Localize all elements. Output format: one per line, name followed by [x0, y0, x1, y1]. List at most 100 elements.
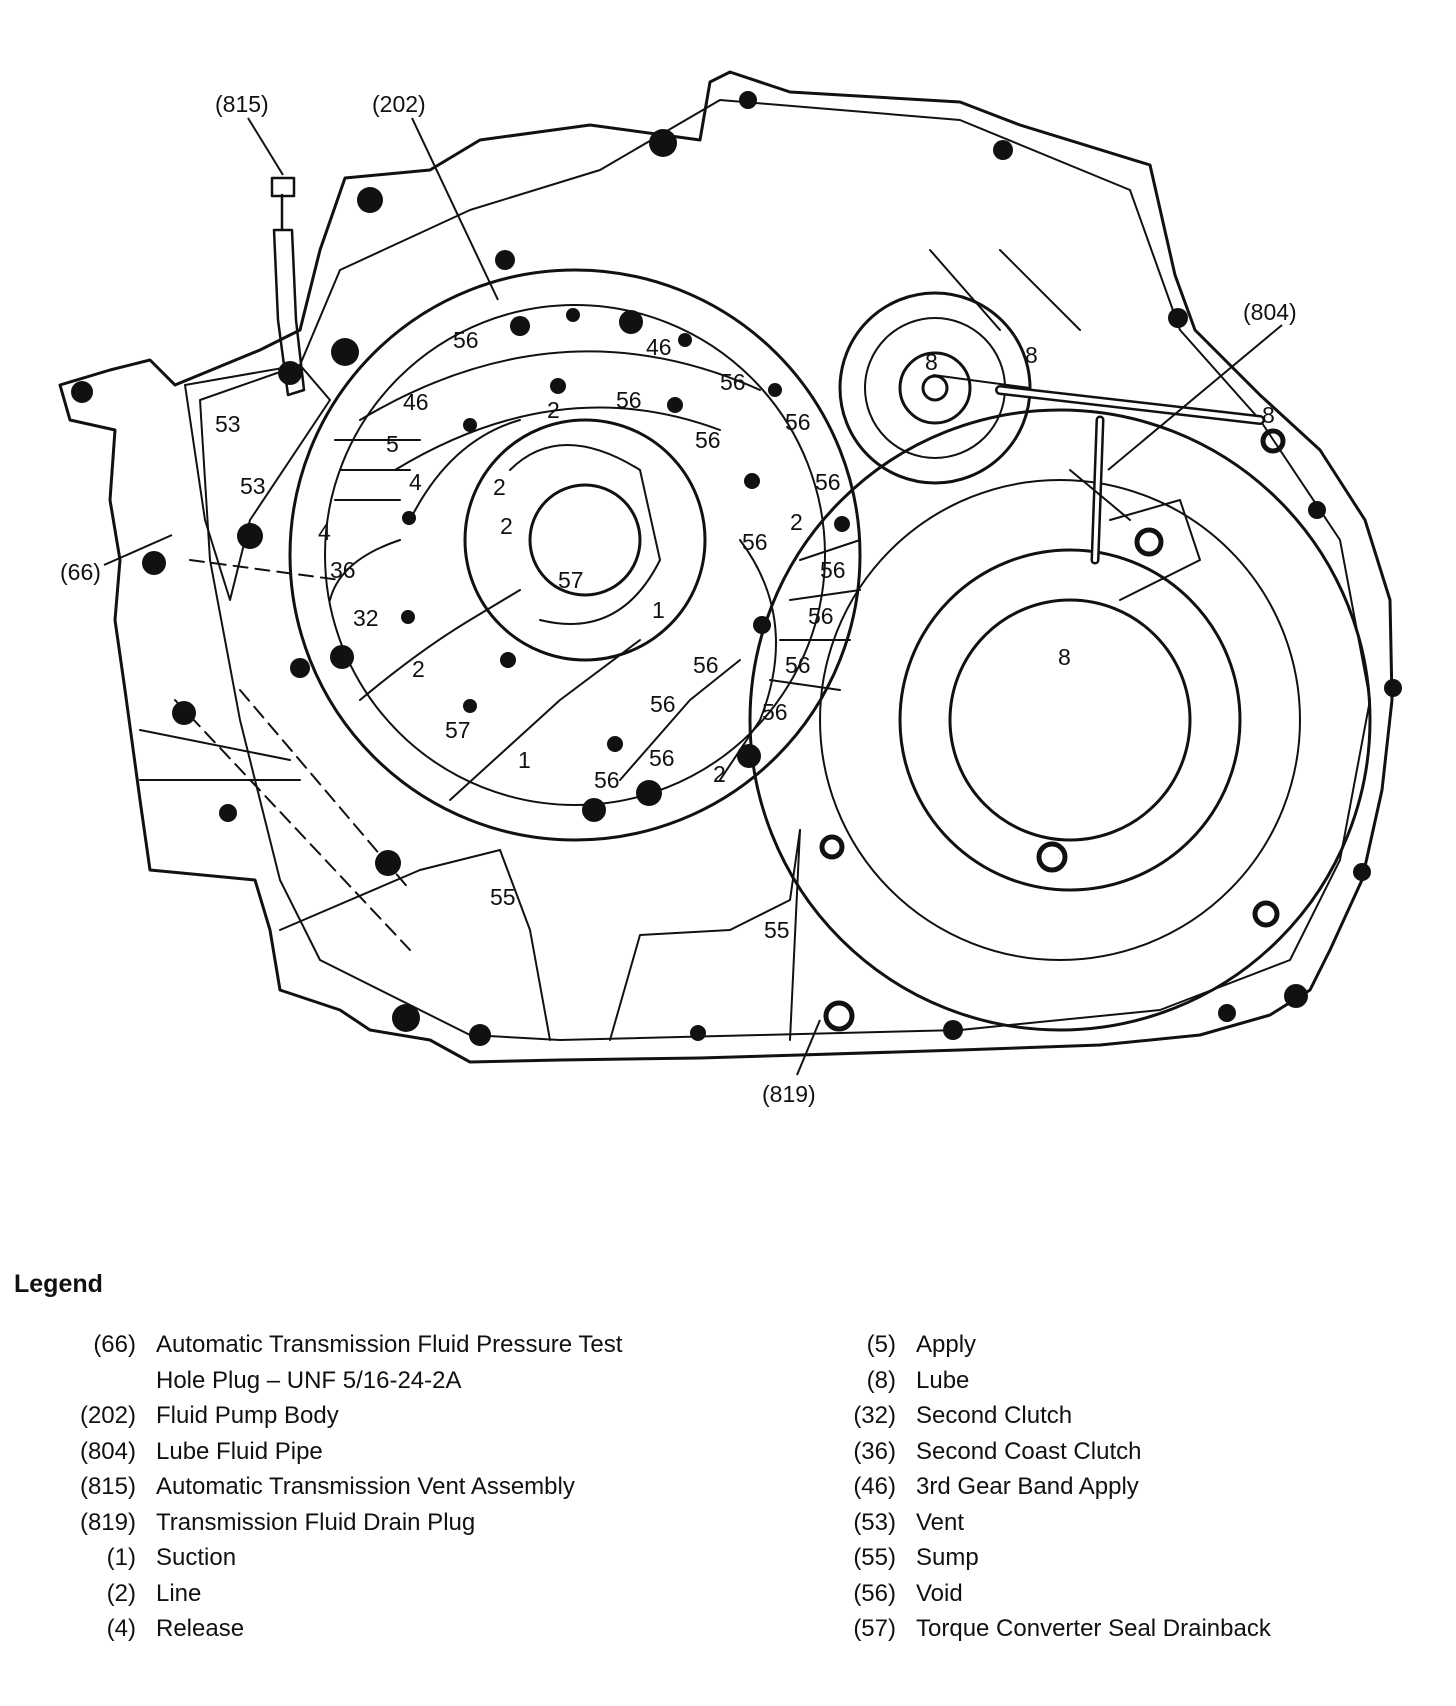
legend-description: Lube — [916, 1366, 970, 1394]
passage-label: 2 — [790, 509, 803, 535]
passage-label: 36 — [330, 557, 356, 583]
legend-code: (55) — [853, 1544, 896, 1571]
converter-bore — [898, 548, 1242, 892]
case-inner-rim — [199, 99, 1371, 1041]
passage-label: 46 — [403, 389, 429, 415]
legend-entry: (4) Release — [44, 1611, 764, 1647]
legend-entry: (55) Sump — [804, 1540, 1364, 1576]
passage-labels: 56 46 46 53 53 5 4 4 36 32 2 56 56 56 56… — [215, 327, 1275, 943]
legend-entry: (57) Torque Converter Seal Drainback — [804, 1611, 1364, 1647]
legend-description: Transmission Fluid Drain Plug — [156, 1508, 476, 1536]
legend-code: (53) — [853, 1508, 896, 1536]
passage-label: 8 — [1058, 644, 1071, 670]
bolt-holes — [71, 91, 1402, 1046]
passage-label: 56 — [693, 652, 719, 678]
passage-label: 56 — [594, 767, 620, 793]
legend-description: Lube Fluid Pipe — [156, 1437, 323, 1465]
legend-description: Line — [156, 1579, 202, 1607]
passage-label: 56 — [762, 699, 788, 725]
legend-code: (5) — [866, 1331, 896, 1358]
passage-label: 56 — [785, 409, 811, 435]
legend-description: Second Coast Clutch — [916, 1437, 1142, 1465]
legend-entry: (2) Line — [44, 1576, 764, 1612]
passage-label: 56 — [815, 469, 841, 495]
legend-code: (46) — [853, 1473, 896, 1500]
passage-label: 1 — [518, 747, 531, 773]
passage-label: 57 — [558, 567, 584, 593]
passage-label: 53 — [240, 473, 266, 499]
passage-label: 2 — [412, 656, 425, 682]
passage-label: 5 — [386, 431, 399, 457]
case-outline — [58, 70, 1394, 1064]
passage-label: 32 — [353, 605, 379, 631]
legend-entry: (56) Void — [804, 1576, 1364, 1612]
callout-819: (819) — [762, 1081, 816, 1107]
legend-code: (32) — [853, 1402, 896, 1429]
legend-right-column: (5) Apply (8) Lube (32) Second Clutch (3… — [804, 1327, 1364, 1647]
legend-entry: (1) Suction — [44, 1540, 764, 1576]
passage-label: 55 — [490, 884, 516, 910]
passage-label: 2 — [713, 761, 726, 787]
passage-label: 2 — [547, 397, 560, 423]
legend-entry: (8) Lube — [804, 1363, 1364, 1399]
passage-label: 4 — [318, 519, 331, 545]
passage-label: 8 — [1262, 402, 1275, 428]
passage-label: 2 — [493, 474, 506, 500]
legend-description: Vent — [916, 1508, 965, 1536]
callout-66: (66) — [60, 559, 101, 585]
legend-entry: (5) Apply — [804, 1327, 1364, 1363]
pump-body-rim — [324, 304, 826, 806]
legend-entry: (202) Fluid Pump Body — [44, 1398, 764, 1434]
legend-description: 3rd Gear Band Apply — [916, 1473, 1139, 1500]
legend-code: (202) — [79, 1402, 136, 1429]
passage-label: 56 — [808, 603, 834, 629]
legend-entry: (804) Lube Fluid Pipe — [44, 1434, 764, 1470]
vent-assembly — [272, 193, 306, 397]
passage-label: 1 — [652, 597, 665, 623]
legend-code: (1) — [106, 1544, 136, 1571]
legend-left-column: (66) Automatic Transmission Fluid Pressu… — [44, 1327, 764, 1647]
legend-description: Suction — [156, 1544, 237, 1571]
legend-description: Automatic Transmission Fluid Pressure Te… — [156, 1327, 764, 1398]
legend-entry: (815) Automatic Transmission Vent Assemb… — [44, 1469, 764, 1505]
callout-804: (804) — [1243, 299, 1297, 325]
legend-code: (4) — [106, 1615, 136, 1642]
legend-code: (815) — [79, 1473, 136, 1500]
passage-label: 8 — [925, 349, 938, 375]
center-bore — [463, 418, 707, 662]
passage-label: 56 — [695, 427, 721, 453]
callout-815: (815) — [215, 91, 269, 117]
passage-label: 56 — [742, 529, 768, 555]
passage-label: 56 — [820, 557, 846, 583]
passage-label: 56 — [785, 652, 811, 678]
passage-label: 55 — [764, 917, 790, 943]
legend-code: (66) — [93, 1331, 136, 1358]
legend-description: Fluid Pump Body — [156, 1402, 339, 1429]
callout-202: (202) — [372, 91, 426, 117]
legend-code: (2) — [106, 1579, 136, 1607]
legend-code: (804) — [79, 1437, 136, 1465]
legend-description: Second Clutch — [916, 1402, 1073, 1429]
legend-code: (8) — [866, 1366, 896, 1394]
passage-label: 4 — [409, 469, 422, 495]
legend-code: (57) — [853, 1615, 896, 1642]
passage-label: 57 — [445, 717, 471, 743]
legend-entry: (819) Transmission Fluid Drain Plug — [44, 1505, 764, 1541]
legend-description: Release — [156, 1615, 245, 1642]
legend: Legend (66) Automatic Transmission Fluid… — [14, 1270, 1434, 1647]
legend-description-line: Hole Plug – UNF 5/16-24-2A — [156, 1366, 462, 1394]
passage-label: 56 — [453, 327, 479, 353]
legend-entry: (46) 3rd Gear Band Apply — [804, 1469, 1364, 1505]
passage-label: 53 — [215, 411, 241, 437]
legend-description: Automatic Transmission Vent Assembly — [156, 1473, 575, 1500]
legend-code: (36) — [853, 1437, 896, 1465]
passage-label: 56 — [616, 387, 642, 413]
center-bore-inner — [528, 483, 642, 597]
legend-description: Sump — [916, 1544, 979, 1571]
transmission-case-diagram: (815) (202) (804) (66) (819) 56 46 46 53… — [58, 70, 1402, 1107]
legend-entry: (32) Second Clutch — [804, 1398, 1364, 1434]
legend-code: (819) — [79, 1508, 136, 1536]
legend-description: Torque Converter Seal Drainback — [916, 1615, 1271, 1642]
legend-description: Void — [916, 1579, 963, 1607]
legend-heading: Legend — [14, 1270, 103, 1298]
